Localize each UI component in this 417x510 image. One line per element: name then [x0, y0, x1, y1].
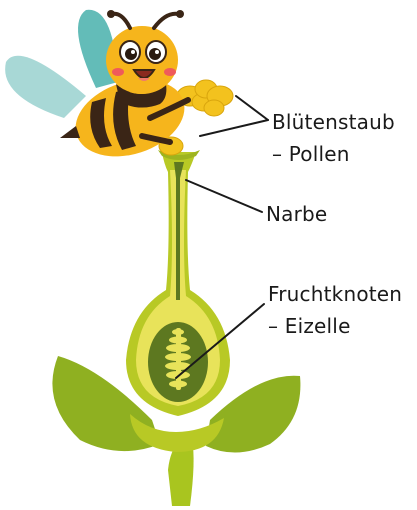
label-ovary-line1: Fruchtknoten	[268, 282, 402, 306]
leader-pollen-upper	[236, 96, 268, 120]
leader-stigma	[186, 180, 262, 212]
label-stigma: Narbe	[266, 202, 327, 226]
label-pollen-line1: Blütenstaub	[272, 110, 395, 134]
back-wing	[5, 56, 86, 118]
leader-pollen-lower	[200, 120, 268, 136]
bee-head	[106, 26, 178, 94]
label-pollen-line2: – Pollen	[272, 142, 350, 166]
label-ovary-line2: – Eizelle	[268, 314, 351, 338]
flower	[52, 150, 300, 506]
